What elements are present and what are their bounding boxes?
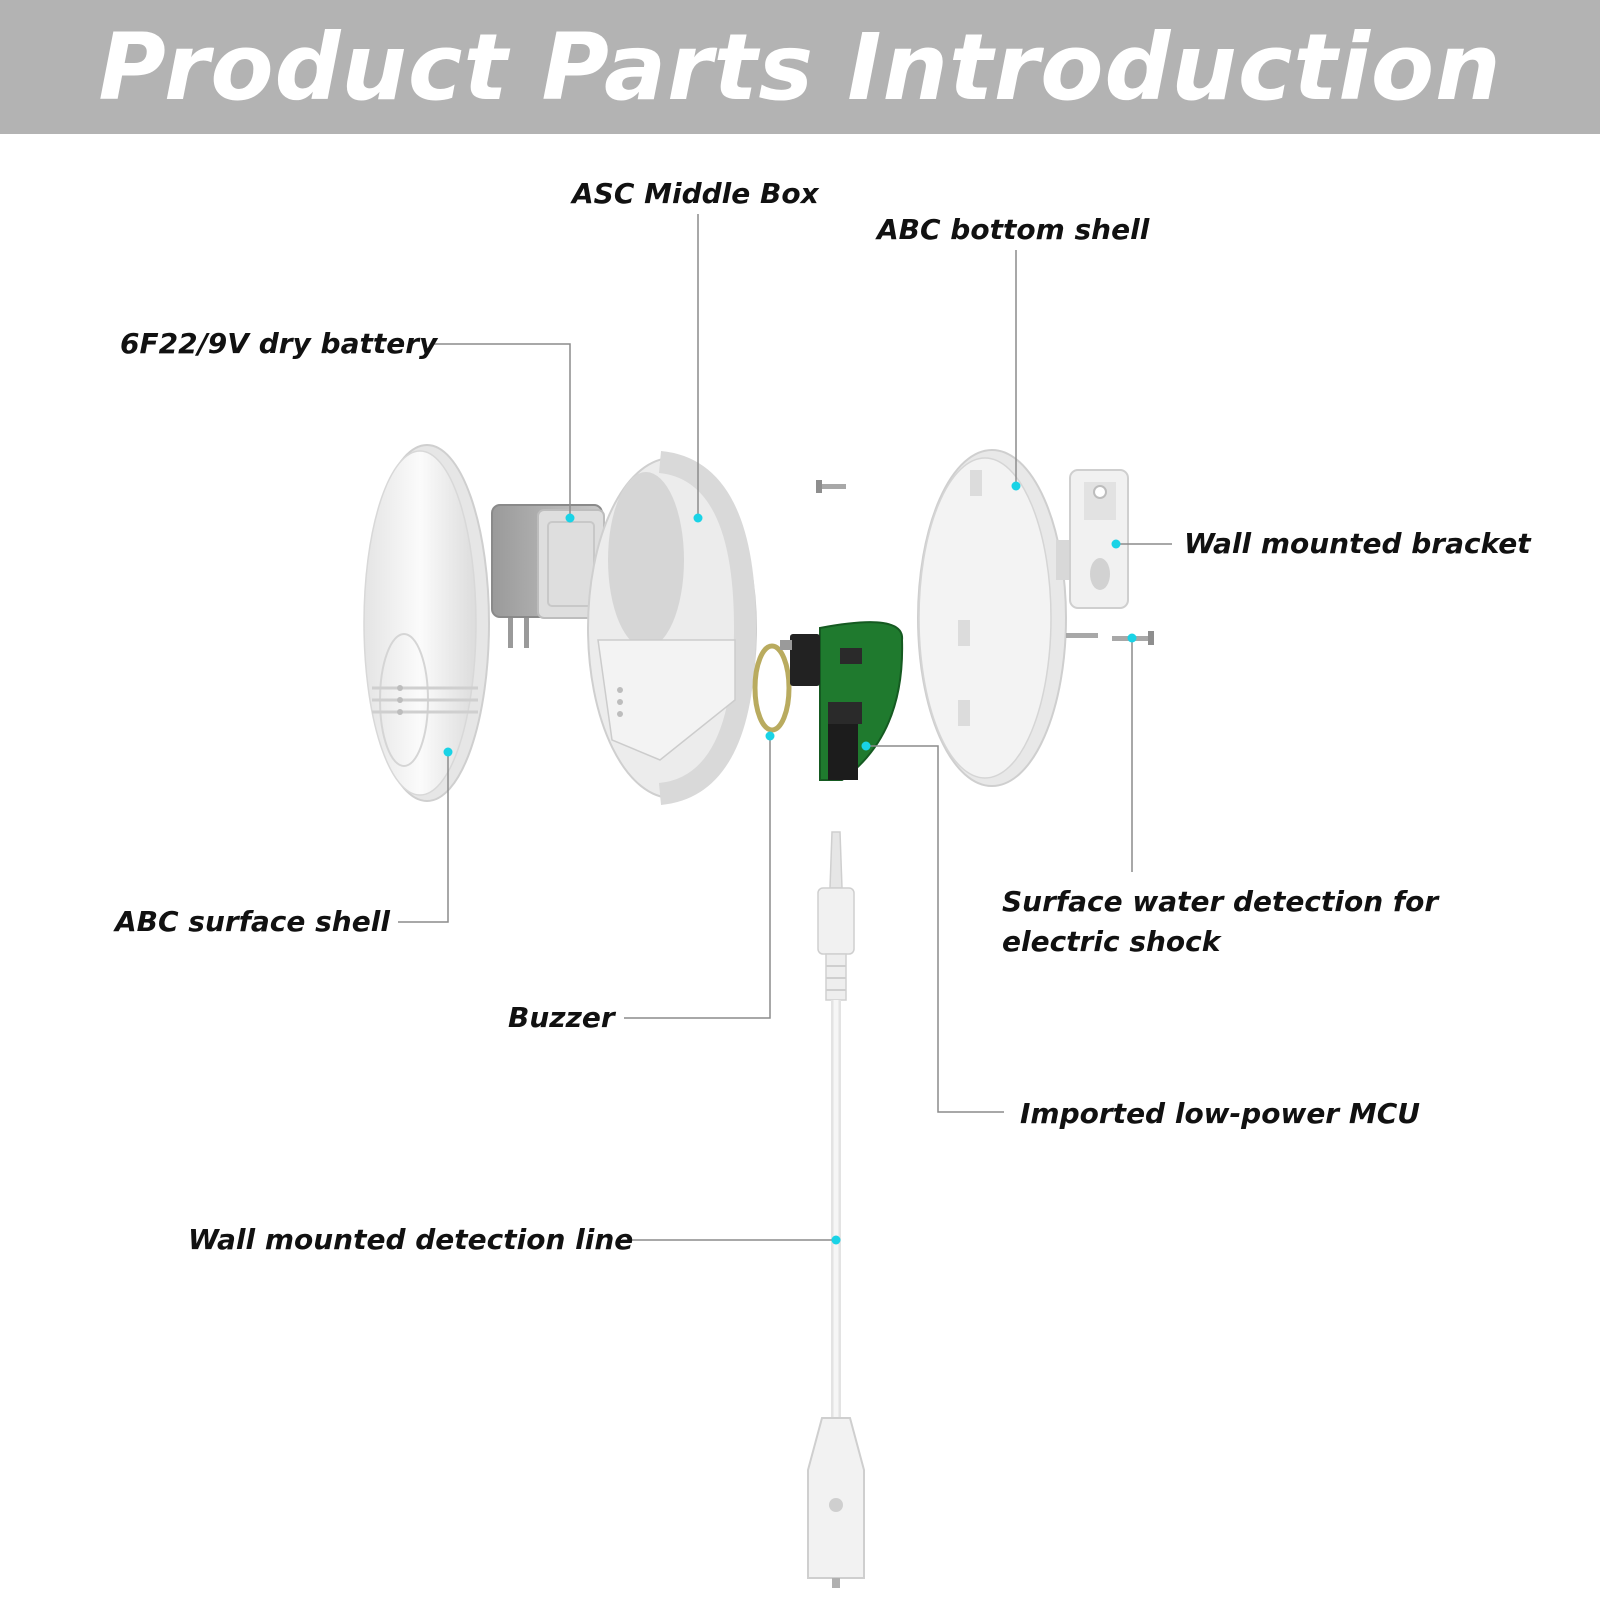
vent-slots bbox=[372, 686, 478, 714]
dot-detection-line bbox=[831, 1235, 841, 1245]
leader-lines bbox=[398, 214, 1172, 1241]
header-banner: Product Parts Introduction bbox=[0, 0, 1600, 134]
surface-shell-part bbox=[363, 444, 490, 802]
page-title: Product Parts Introduction bbox=[98, 13, 1502, 121]
label-buzzer: Buzzer bbox=[508, 1001, 615, 1034]
wall-bracket-part bbox=[1069, 469, 1129, 609]
dot-middle-box bbox=[693, 513, 703, 523]
dot-surface-shell bbox=[443, 747, 453, 757]
label-water-detection: Surface water detection for electric sho… bbox=[1002, 885, 1439, 958]
label-wall-bracket: Wall mounted bracket bbox=[1184, 527, 1531, 560]
label-middle-box: ASC Middle Box bbox=[572, 177, 819, 210]
leader-mcu bbox=[866, 745, 1004, 1113]
dot-wall-bracket bbox=[1111, 539, 1121, 549]
middle-box-part bbox=[587, 451, 757, 805]
battery-part bbox=[491, 504, 605, 648]
label-battery: 6F22/9V dry battery bbox=[120, 327, 438, 360]
screw-top bbox=[816, 480, 846, 493]
mcu-board-part bbox=[780, 621, 904, 781]
dot-battery bbox=[565, 513, 575, 523]
dot-bottom-shell bbox=[1011, 481, 1021, 491]
label-detection-line: Wall mounted detection line bbox=[188, 1223, 634, 1256]
detection-line-part bbox=[807, 831, 865, 1588]
marker-dots bbox=[443, 481, 1137, 1245]
leader-battery bbox=[434, 343, 571, 518]
label-mcu: Imported low-power MCU bbox=[1020, 1097, 1421, 1130]
leader-buzzer bbox=[624, 736, 771, 1019]
leader-surface-shell bbox=[398, 752, 449, 923]
electrode-screws bbox=[1066, 631, 1154, 645]
label-surface-shell: ABC surface shell bbox=[115, 905, 390, 938]
dot-water-detection bbox=[1127, 633, 1137, 643]
dot-buzzer bbox=[765, 731, 775, 741]
bottom-shell-part bbox=[917, 449, 1074, 787]
label-bottom-shell: ABC bottom shell bbox=[877, 213, 1150, 246]
buzzer-part bbox=[752, 643, 792, 733]
dot-mcu bbox=[861, 741, 871, 751]
